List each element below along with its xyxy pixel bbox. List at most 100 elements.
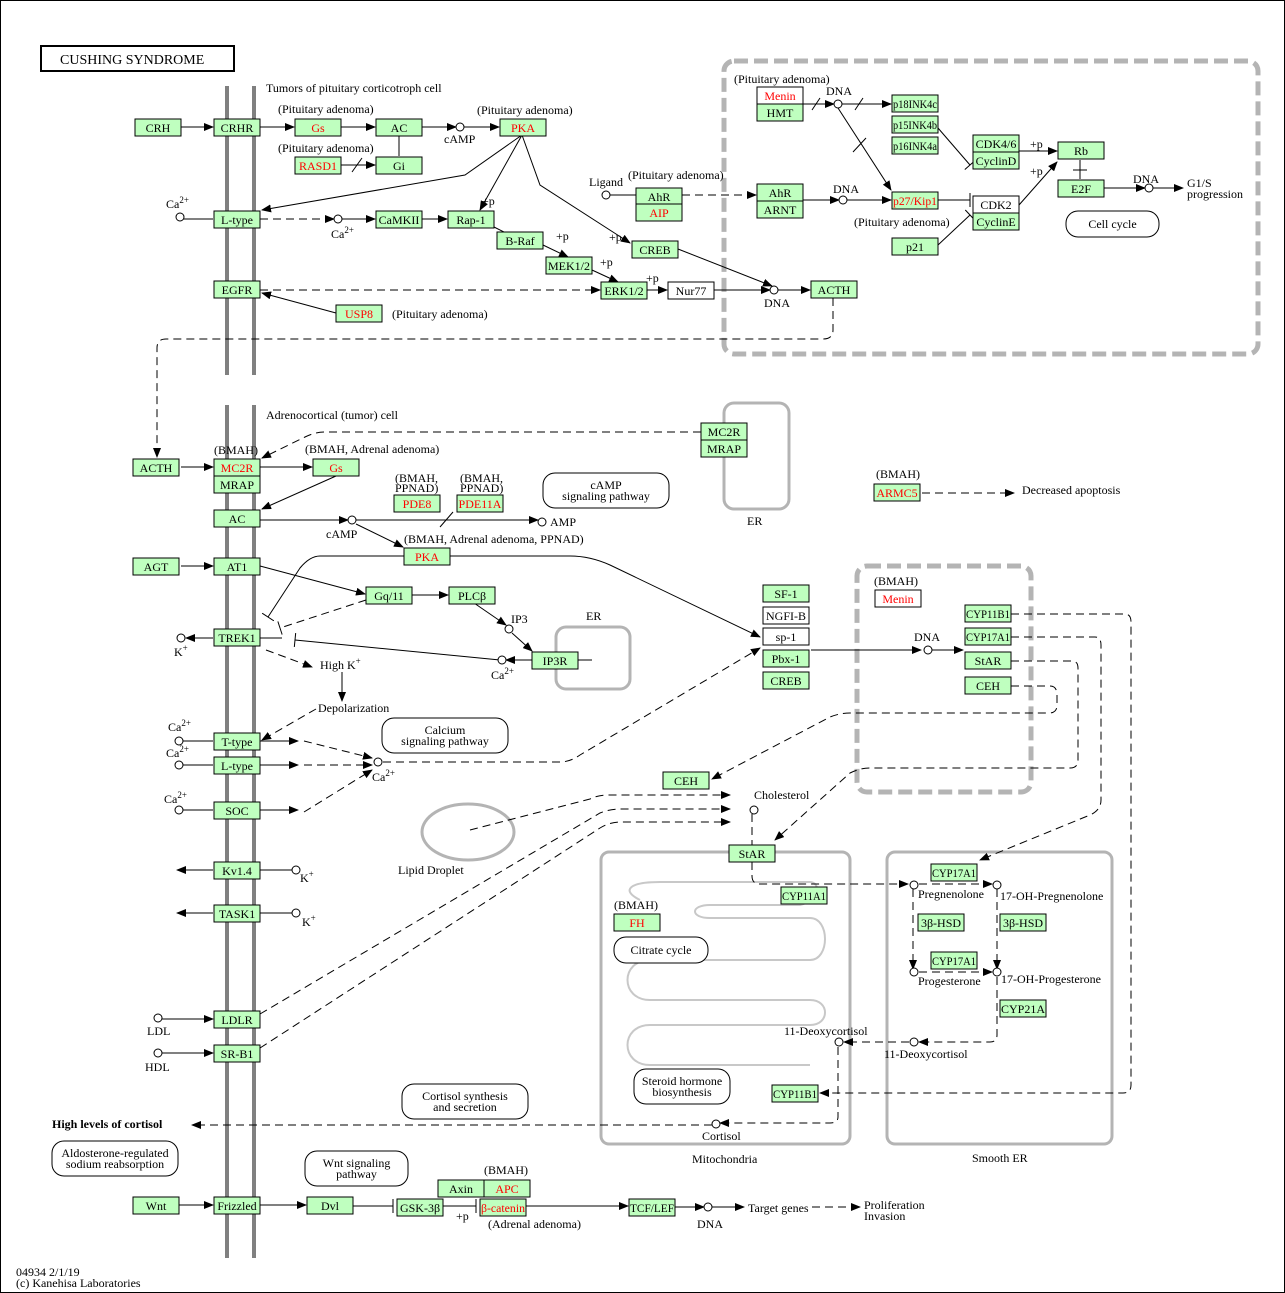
gene-p16[interactable]: p16INK4a	[891, 136, 939, 155]
gene-ceh1[interactable]: CEH	[964, 676, 1012, 695]
gene-crh[interactable]: CRH	[134, 118, 182, 137]
gene-star2[interactable]: StAR	[728, 844, 776, 863]
gene-cyp11a1[interactable]: CYP11A1	[780, 886, 828, 905]
gene-mc2r2[interactable]: MC2R	[700, 422, 748, 441]
gene-ceh2[interactable]: CEH	[662, 771, 710, 790]
gene-pka1[interactable]: PKA	[499, 118, 547, 137]
gene-ip3r[interactable]: IP3R	[531, 651, 579, 670]
gene-cycline[interactable]: CyclinE	[972, 212, 1020, 231]
gene-at1[interactable]: AT1	[213, 557, 261, 576]
gene-aip[interactable]: AIP	[635, 203, 683, 222]
gene-dvl[interactable]: Dvl	[306, 1196, 354, 1215]
gene-crhr[interactable]: CRHR	[213, 118, 261, 137]
gene-apc[interactable]: APC	[483, 1179, 531, 1198]
gene-ac1[interactable]: AC	[375, 118, 423, 137]
gene-cyp17a1a[interactable]: CYP17A1	[964, 627, 1012, 646]
gene-star1[interactable]: StAR	[964, 651, 1012, 670]
gene-label: MEK1/2	[548, 259, 590, 273]
gene-fh[interactable]: FH	[613, 913, 661, 932]
gene-srb1[interactable]: SR-B1	[213, 1044, 261, 1063]
gene-ltype1[interactable]: L-type	[213, 210, 261, 229]
gene-acth1[interactable]: ACTH	[810, 280, 858, 299]
gene-pde8[interactable]: PDE8	[393, 494, 441, 513]
gene-gs2[interactable]: Gs	[312, 458, 360, 477]
gene-kv14[interactable]: Kv1.4	[213, 861, 261, 880]
gene-ahr1[interactable]: AhR	[635, 187, 683, 206]
gene-pka2[interactable]: PKA	[403, 547, 451, 566]
gene-cdk2[interactable]: CDK2	[972, 195, 1020, 214]
gene-bcat[interactable]: β-catenin	[479, 1198, 527, 1217]
gene-soc[interactable]: SOC	[213, 801, 261, 820]
gene-usp8[interactable]: USP8	[335, 304, 383, 323]
gene-mrap1[interactable]: MRAP	[213, 475, 261, 494]
compound-node	[769, 285, 779, 295]
gene-agt[interactable]: AGT	[132, 557, 180, 576]
gene-wnt[interactable]: Wnt	[132, 1196, 180, 1215]
gene-cdk46[interactable]: CDK4/6	[972, 134, 1020, 153]
map-link-cell-cycle[interactable]: Cell cycle	[1065, 210, 1160, 238]
gene-ac2[interactable]: AC	[213, 509, 261, 528]
gene-frizzled[interactable]: Frizzled	[213, 1196, 261, 1215]
gene-menin1[interactable]: Menin	[756, 86, 804, 105]
gene-p27[interactable]: p27/Kip1	[891, 191, 939, 210]
gene-pde11a[interactable]: PDE11A	[456, 494, 504, 513]
gene-cyp11b1a[interactable]: CYP11B1	[964, 604, 1012, 623]
gene-sf1[interactable]: SF-1	[762, 584, 810, 603]
gene-ltype2[interactable]: L-type	[213, 756, 261, 775]
gene-p18[interactable]: p18INK4c	[891, 94, 939, 113]
gene-cyp21a[interactable]: CYP21A	[999, 999, 1047, 1018]
gene-cyp17a1b[interactable]: CYP17A1	[930, 863, 978, 882]
gene-acth2[interactable]: ACTH	[132, 458, 180, 477]
gene-axin[interactable]: Axin	[437, 1179, 485, 1198]
gene-e2f[interactable]: E2F	[1057, 179, 1105, 198]
gene-ttype[interactable]: T-type	[213, 732, 261, 751]
map-link-citrate-cycle[interactable]: Citrate cycle	[613, 936, 709, 964]
gene-creb1[interactable]: CREB	[631, 240, 679, 259]
gene-cyclind[interactable]: CyclinD	[972, 151, 1020, 170]
gene-ahr2[interactable]: AhR	[756, 183, 804, 202]
gene-tcflef[interactable]: TCF/LEF	[628, 1198, 676, 1217]
gene-rasd1[interactable]: RASD1	[294, 156, 342, 175]
gene-mc2r1[interactable]: MC2R	[213, 458, 261, 477]
gene-egfr[interactable]: EGFR	[213, 280, 261, 299]
gene-armc5[interactable]: ARMC5	[873, 483, 921, 502]
gene-cyp17a1c[interactable]: CYP17A1	[930, 951, 978, 970]
gene-braf[interactable]: B-Raf	[496, 231, 544, 250]
gene-nur77[interactable]: Nur77	[667, 281, 715, 300]
gene-task1[interactable]: TASK1	[213, 904, 261, 923]
gene-trek1[interactable]: TREK1	[213, 628, 261, 647]
gene-rap1[interactable]: Rap-1	[447, 210, 495, 229]
gene-camkii[interactable]: CaMKII	[375, 210, 423, 229]
gene-label: Menin	[764, 89, 795, 103]
gene-p15[interactable]: p15INK4b	[891, 115, 939, 134]
gene-gsk3b[interactable]: GSK-3β	[396, 1198, 444, 1217]
gene-cyp11b1b[interactable]: CYP11B1	[771, 1084, 819, 1103]
gene-hsd1[interactable]: 3β-HSD	[917, 913, 965, 932]
gene-p21[interactable]: p21	[891, 237, 939, 256]
gene-menin2[interactable]: Menin	[874, 589, 922, 608]
gene-mek[interactable]: MEK1/2	[545, 256, 593, 275]
gene-arnt[interactable]: ARNT	[756, 200, 804, 219]
label: (Pituitary adenoma)	[278, 141, 374, 155]
gene-ldlr[interactable]: LDLR	[213, 1010, 261, 1029]
gene-creb2[interactable]: CREB	[762, 671, 810, 690]
gene-sp1[interactable]: sp-1	[762, 627, 810, 646]
gene-erk[interactable]: ERK1/2	[600, 281, 648, 300]
gene-gq[interactable]: Gq/11	[365, 586, 413, 605]
gene-gs1[interactable]: Gs	[294, 118, 342, 137]
gene-hsd2[interactable]: 3β-HSD	[999, 913, 1047, 932]
gene-gi[interactable]: Gi	[375, 156, 423, 175]
label: DNA	[826, 84, 852, 98]
gene-hmt[interactable]: HMT	[756, 103, 804, 122]
gene-ngfib[interactable]: NGFI-B	[762, 606, 810, 625]
gene-rb[interactable]: Rb	[1057, 141, 1105, 160]
gene-pbx1[interactable]: Pbx-1	[762, 649, 810, 668]
gene-mrap2[interactable]: MRAP	[700, 439, 748, 458]
gene-plcb[interactable]: PLCβ	[448, 586, 496, 605]
